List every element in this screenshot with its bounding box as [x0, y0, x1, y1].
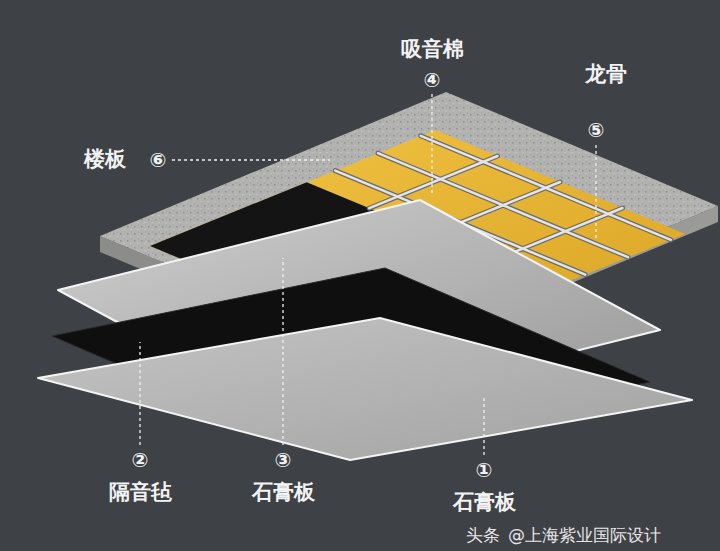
callout-number: ②	[132, 449, 149, 471]
leader-line	[483, 398, 484, 455]
leader-line	[595, 145, 596, 240]
part-label: 石膏板	[252, 481, 315, 504]
part-label: 楼板	[84, 148, 126, 171]
part-label: 龙骨	[585, 63, 627, 86]
part-label: 隔音毡	[109, 481, 172, 504]
part-label: 石膏板	[453, 491, 516, 514]
callout-number: ③	[275, 449, 292, 471]
leader-line	[139, 342, 140, 445]
leader-line	[431, 94, 432, 195]
callout-number: ⑥	[150, 149, 167, 171]
plasterboard	[38, 318, 692, 460]
leader-line	[172, 159, 330, 160]
leader-lines	[140, 94, 596, 455]
callout-number: ④	[424, 69, 441, 91]
part-label: 吸音棉	[401, 38, 464, 61]
watermark: 头条	[466, 526, 500, 545]
watermark: @上海紫业国际设计	[508, 526, 661, 545]
callout-number: ⑤	[588, 119, 605, 141]
leader-line	[282, 258, 283, 445]
callout-number: ①	[476, 459, 493, 481]
